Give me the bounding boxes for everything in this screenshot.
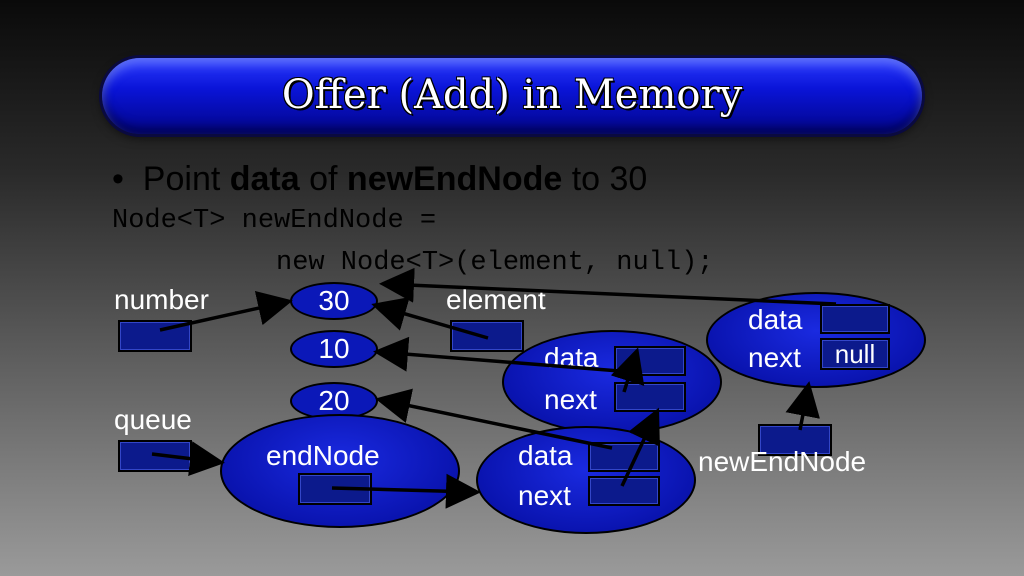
node2-next-box xyxy=(614,382,686,412)
node2-data-label: data xyxy=(544,342,599,373)
new-end-node xyxy=(706,292,926,388)
node1-next-box xyxy=(588,476,660,506)
newendnode-label: newEndNode xyxy=(698,446,867,477)
bullet-suffix: to 30 xyxy=(562,160,648,198)
node2-next-label: next xyxy=(544,384,597,415)
code-line-2: new Node<T>(element, null); xyxy=(276,248,714,278)
value-node-10: 10 xyxy=(290,330,378,368)
node1-data-label: data xyxy=(518,440,573,471)
newnode-next-label: next xyxy=(748,342,801,373)
endnode-label: endNode xyxy=(266,440,380,471)
newnode-data-label: data xyxy=(748,304,803,335)
node2-data-box xyxy=(614,346,686,376)
bullet-marker: • xyxy=(112,160,143,198)
bullet-point: • Point data of newEndNode to 30 xyxy=(112,160,647,199)
bullet-term-newendnode: newEndNode xyxy=(346,160,563,198)
newnode-null-box: null xyxy=(820,338,890,370)
value-node-30: 30 xyxy=(290,282,378,320)
newnode-data-box xyxy=(820,304,890,334)
number-ref-box xyxy=(118,320,192,352)
endnode-ref-box xyxy=(298,473,372,505)
code-line-1: Node<T> newEndNode = xyxy=(112,206,437,236)
bullet-prefix: Point xyxy=(142,160,230,198)
node1-next-label: next xyxy=(518,480,571,511)
number-label: number xyxy=(114,284,209,315)
newendnode-ref-box xyxy=(758,424,832,456)
bullet-term-data: data xyxy=(229,160,300,198)
node1-data-box xyxy=(588,442,660,472)
linked-node-1 xyxy=(476,426,696,534)
element-label: element xyxy=(446,284,546,315)
queue-ref-box xyxy=(118,440,192,472)
slide-title: Offer (Add) in Memory xyxy=(281,72,743,118)
bullet-middle: of xyxy=(299,160,347,198)
queue-label: queue xyxy=(114,404,192,435)
title-bar: Offer (Add) in Memory xyxy=(102,58,922,134)
element-ref-box xyxy=(450,320,524,352)
linked-node-2 xyxy=(502,330,722,434)
